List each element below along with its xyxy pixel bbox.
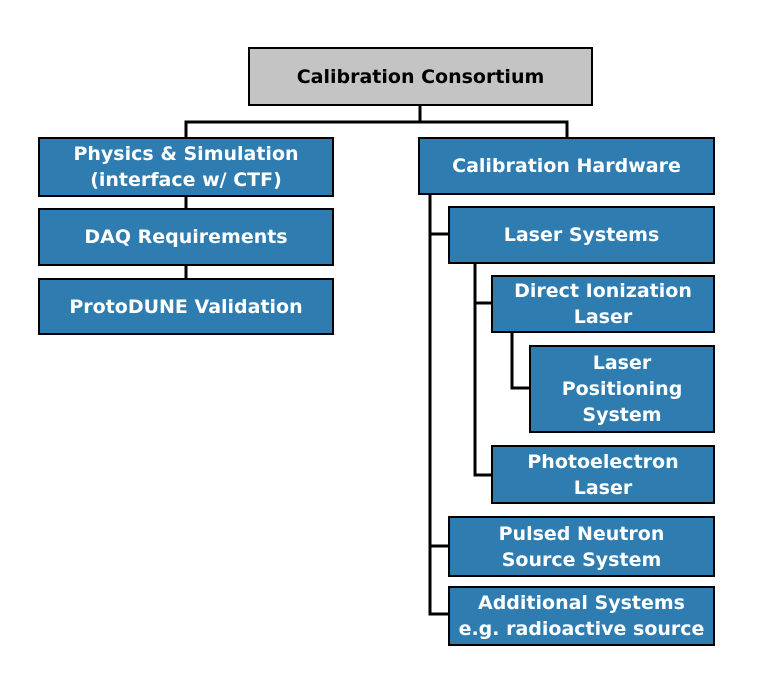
- connector-root-branches: [184, 104, 569, 139]
- node-additional-systems: Additional Systems e.g. radioactive sour…: [448, 586, 715, 646]
- node-photoelectron-laser: Photoelectron Laser: [491, 445, 715, 504]
- node-pulsed-neutron-source: Pulsed Neutron Source System: [448, 516, 715, 577]
- node-direct-ionization-laser: Direct Ionization Laser: [491, 275, 715, 333]
- connector-to-laser-positioning: [510, 331, 531, 390]
- node-laser-systems: Laser Systems: [448, 206, 715, 264]
- node-calibration-consortium: Calibration Consortium: [248, 47, 593, 106]
- node-laser-positioning-system: Laser Positioning System: [529, 345, 715, 433]
- node-daq-requirements: DAQ Requirements: [38, 208, 334, 266]
- node-calibration-hardware: Calibration Hardware: [418, 137, 715, 195]
- node-protodune-validation: ProtoDUNE Validation: [38, 278, 334, 335]
- node-physics-simulation: Physics & Simulation (interface w/ CTF): [38, 137, 334, 197]
